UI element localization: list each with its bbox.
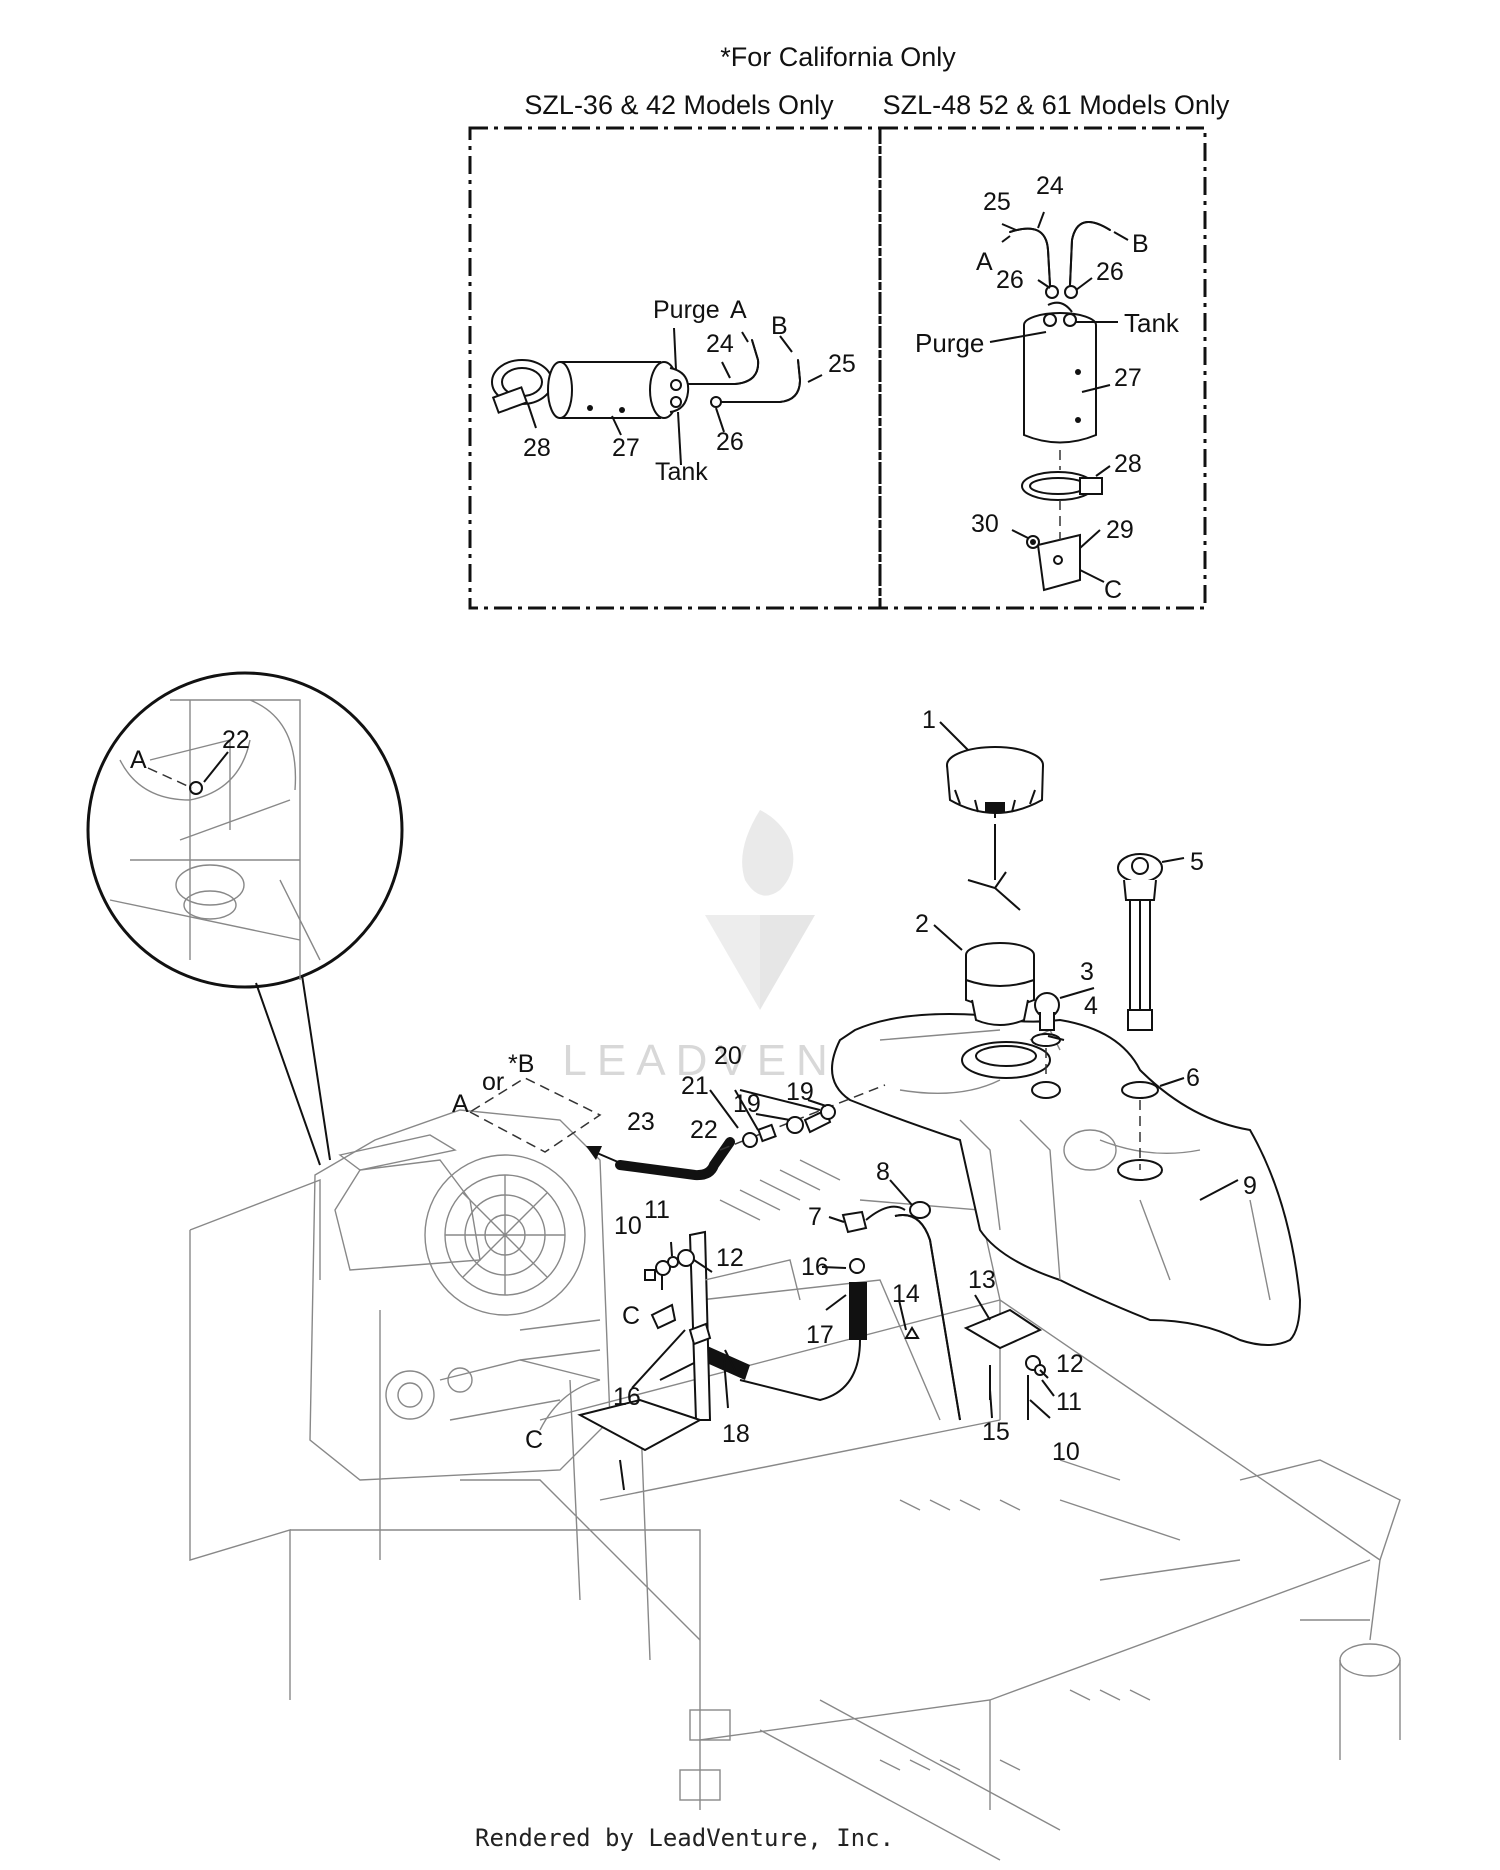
deck-grille xyxy=(719,1159,1151,1771)
callout-2: 2 xyxy=(915,910,929,938)
diagram-title: *For California Only xyxy=(720,42,956,72)
fuel-cap xyxy=(946,746,1044,911)
callout-11b: 11 xyxy=(1056,1388,1082,1416)
fuel-filter-basket xyxy=(965,942,1035,1026)
right-callout-28: 28 xyxy=(1114,450,1142,478)
callout-10b: 10 xyxy=(1052,1438,1080,1466)
star-b-label: *B xyxy=(508,1050,534,1078)
detail-callout-22: 22 xyxy=(222,726,250,754)
right-b-label: B xyxy=(1132,230,1149,258)
left-callout-25: 25 xyxy=(828,350,856,378)
engine xyxy=(309,1109,611,1481)
mounting-hardware xyxy=(577,1230,1046,1491)
or-label: or xyxy=(482,1068,504,1096)
right-inset-box xyxy=(878,126,1207,610)
callout-14: 14 xyxy=(892,1280,920,1308)
right-a-label: A xyxy=(976,248,993,276)
callout-3: 3 xyxy=(1080,958,1094,986)
callout-12a: 12 xyxy=(716,1244,744,1272)
callout-5: 5 xyxy=(1190,848,1204,876)
callout-8: 8 xyxy=(876,1158,890,1186)
fuel-line-fittings xyxy=(468,1077,886,1181)
engine-detail-circle xyxy=(86,671,404,1166)
main-leader-lines xyxy=(631,721,1239,1419)
callout-21: 21 xyxy=(681,1072,709,1100)
callout-6: 6 xyxy=(1186,1064,1200,1092)
right-callout-25: 25 xyxy=(983,188,1011,216)
right-inset-label: SZL-48 52 & 61 Models Only xyxy=(883,90,1230,120)
callout-18: 18 xyxy=(722,1420,750,1448)
callout-13: 13 xyxy=(968,1266,996,1294)
callout-16b: 16 xyxy=(613,1383,641,1411)
fuel-gauge-sender xyxy=(1117,853,1163,1170)
callout-22: 22 xyxy=(690,1116,718,1144)
callout-16a: 16 xyxy=(801,1253,829,1281)
right-callout-30: 30 xyxy=(971,510,999,538)
detail-a-label: A xyxy=(130,746,147,774)
fuel-shutoff-valve xyxy=(659,1201,961,1421)
right-c-label: C xyxy=(1104,576,1122,604)
left-a-label: A xyxy=(730,296,747,324)
leadventure-watermark-logo xyxy=(705,810,815,1010)
a-label: A xyxy=(452,1090,469,1118)
left-inset-label: SZL-36 & 42 Models Only xyxy=(524,90,834,120)
right-callout-26b: 26 xyxy=(1096,258,1124,286)
callout-11a: 11 xyxy=(644,1196,670,1224)
right-callout-26a: 26 xyxy=(996,266,1024,294)
callout-17: 17 xyxy=(806,1321,834,1349)
callout-20: 20 xyxy=(714,1042,742,1070)
callout-4: 4 xyxy=(1084,992,1098,1020)
right-canister-assembly xyxy=(989,211,1129,592)
callout-9: 9 xyxy=(1243,1172,1257,1200)
left-canister-assembly xyxy=(491,327,823,466)
left-callout-27: 27 xyxy=(612,434,640,462)
right-callout-29: 29 xyxy=(1106,516,1134,544)
left-callout-26: 26 xyxy=(716,428,744,456)
callout-15: 15 xyxy=(982,1418,1010,1446)
left-callout-28: 28 xyxy=(523,434,551,462)
right-callout-27: 27 xyxy=(1114,364,1142,392)
callout-19b: 19 xyxy=(786,1078,814,1106)
right-callout-24: 24 xyxy=(1036,172,1064,200)
footer-credit: Rendered by LeadVenture, Inc. xyxy=(475,1824,894,1852)
callout-19a: 19 xyxy=(733,1090,761,1118)
callout-12b: 12 xyxy=(1056,1350,1084,1378)
left-tank-label: Tank xyxy=(655,458,708,486)
right-purge-label: Purge xyxy=(915,328,984,358)
callout-1: 1 xyxy=(922,706,936,734)
callout-10a: 10 xyxy=(614,1212,642,1240)
callout-23: 23 xyxy=(627,1108,655,1136)
right-tank-label: Tank xyxy=(1124,308,1180,338)
callout-7: 7 xyxy=(808,1203,822,1231)
left-purge-label: Purge xyxy=(653,296,720,324)
c-label-1: C xyxy=(622,1302,640,1330)
vent-fitting xyxy=(1031,992,1061,1099)
left-b-label: B xyxy=(771,312,788,340)
c-label-2: C xyxy=(525,1426,543,1454)
left-callout-24: 24 xyxy=(706,330,734,358)
